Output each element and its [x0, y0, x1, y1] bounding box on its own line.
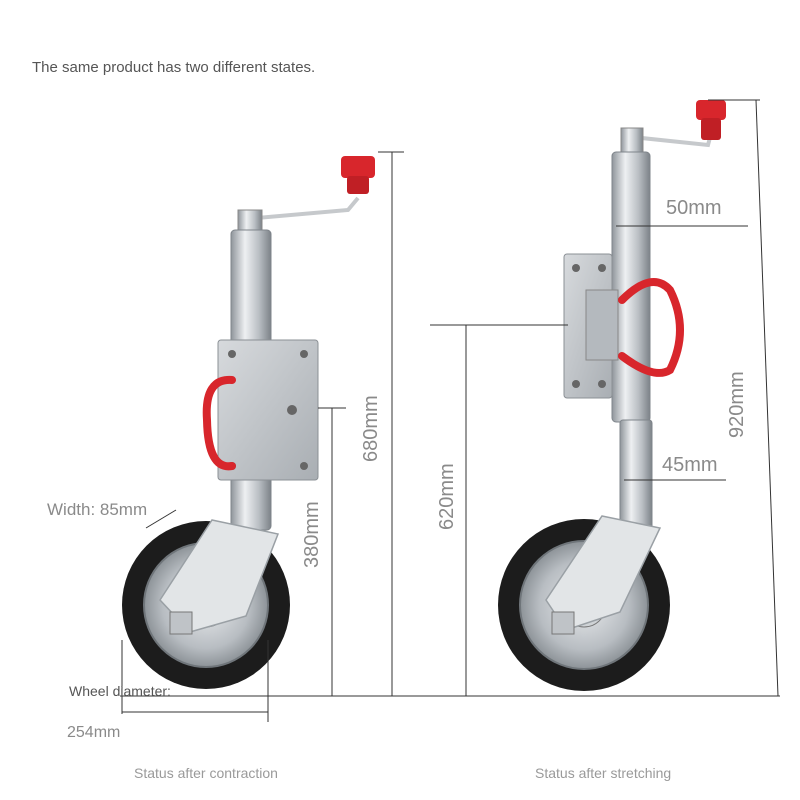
- wheel-diameter-value: 254mm: [67, 724, 121, 741]
- height-380-label: 380mm: [301, 501, 323, 568]
- dimension-lines: [120, 99, 780, 722]
- page-header: The same product has two different state…: [32, 59, 316, 76]
- tube-50mm-label: 50mm: [666, 197, 722, 219]
- stretching-caption: Status after stretching: [535, 765, 672, 781]
- crank-arm: [244, 196, 360, 221]
- height-620-label: 620mm: [436, 463, 458, 530]
- wheel-fork: [159, 519, 280, 633]
- width-label: Width: 85mm: [47, 500, 148, 519]
- height-920-label: 920mm: [726, 371, 748, 438]
- left-jockey-wheel: [122, 156, 375, 689]
- crank-knob: [341, 156, 375, 178]
- tube-45mm-label: 45mm: [662, 454, 718, 476]
- height-680-label: 680mm: [360, 395, 382, 462]
- right-jockey-wheel: [498, 100, 726, 691]
- wheel-diameter-label: Wheel diameter:: [69, 683, 171, 699]
- clamp-handle: [202, 375, 236, 471]
- contraction-caption: Status after contraction: [134, 765, 278, 781]
